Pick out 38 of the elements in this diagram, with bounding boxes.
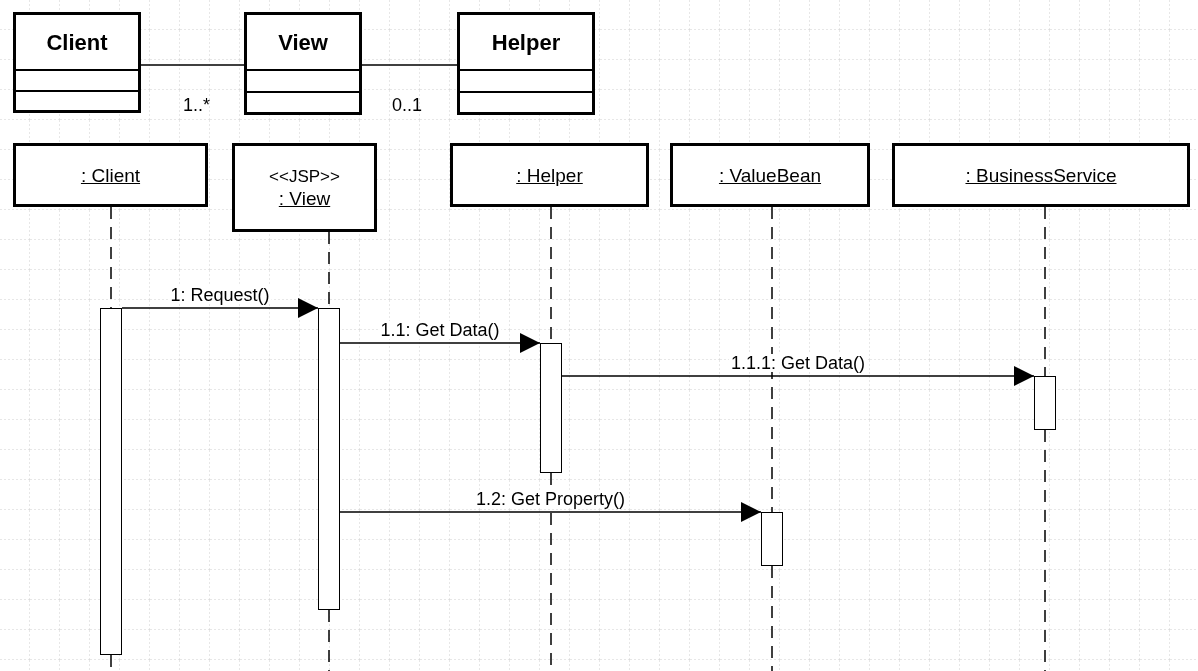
activation-bar	[1034, 376, 1056, 430]
message-arrow	[339, 502, 762, 522]
lifeline	[771, 565, 773, 671]
object-box	[892, 143, 1190, 207]
object-box	[450, 143, 649, 207]
class-name: Helper	[491, 28, 561, 57]
multiplicity-label: 0..1	[392, 96, 423, 114]
object-name: : Helper	[516, 165, 583, 185]
class-name: View	[278, 28, 328, 57]
class-box	[457, 12, 595, 115]
object-box	[232, 143, 377, 232]
class-box	[244, 12, 362, 115]
lifeline	[771, 206, 773, 513]
message-arrow	[561, 366, 1035, 386]
message-label: 1.1: Get Data()	[378, 321, 502, 339]
message-arrow	[121, 298, 319, 318]
activation-bar	[761, 512, 783, 566]
lifeline	[1044, 206, 1046, 377]
lifeline	[1044, 429, 1046, 671]
activation-bar	[100, 308, 122, 655]
message-label: 1.1.1: Get Data()	[728, 354, 868, 372]
multiplicity-label: 1..*	[183, 96, 211, 114]
object-name: : BusinessService	[965, 165, 1117, 185]
class-box	[13, 12, 141, 113]
object-name: : View	[278, 188, 331, 208]
object-name: : Client	[80, 165, 141, 185]
message-arrow	[339, 333, 541, 353]
class-name: Client	[46, 28, 108, 57]
association-line	[140, 64, 245, 66]
object-box	[670, 143, 870, 207]
object-name: : ValueBean	[718, 165, 822, 185]
activation-bar	[540, 343, 562, 473]
association-line	[361, 64, 458, 66]
lifeline	[328, 609, 330, 671]
activation-bar	[318, 308, 340, 610]
object-box	[13, 143, 208, 207]
stereotype-label: <<JSP>>	[269, 167, 340, 185]
message-label: 1: Request()	[168, 286, 272, 304]
